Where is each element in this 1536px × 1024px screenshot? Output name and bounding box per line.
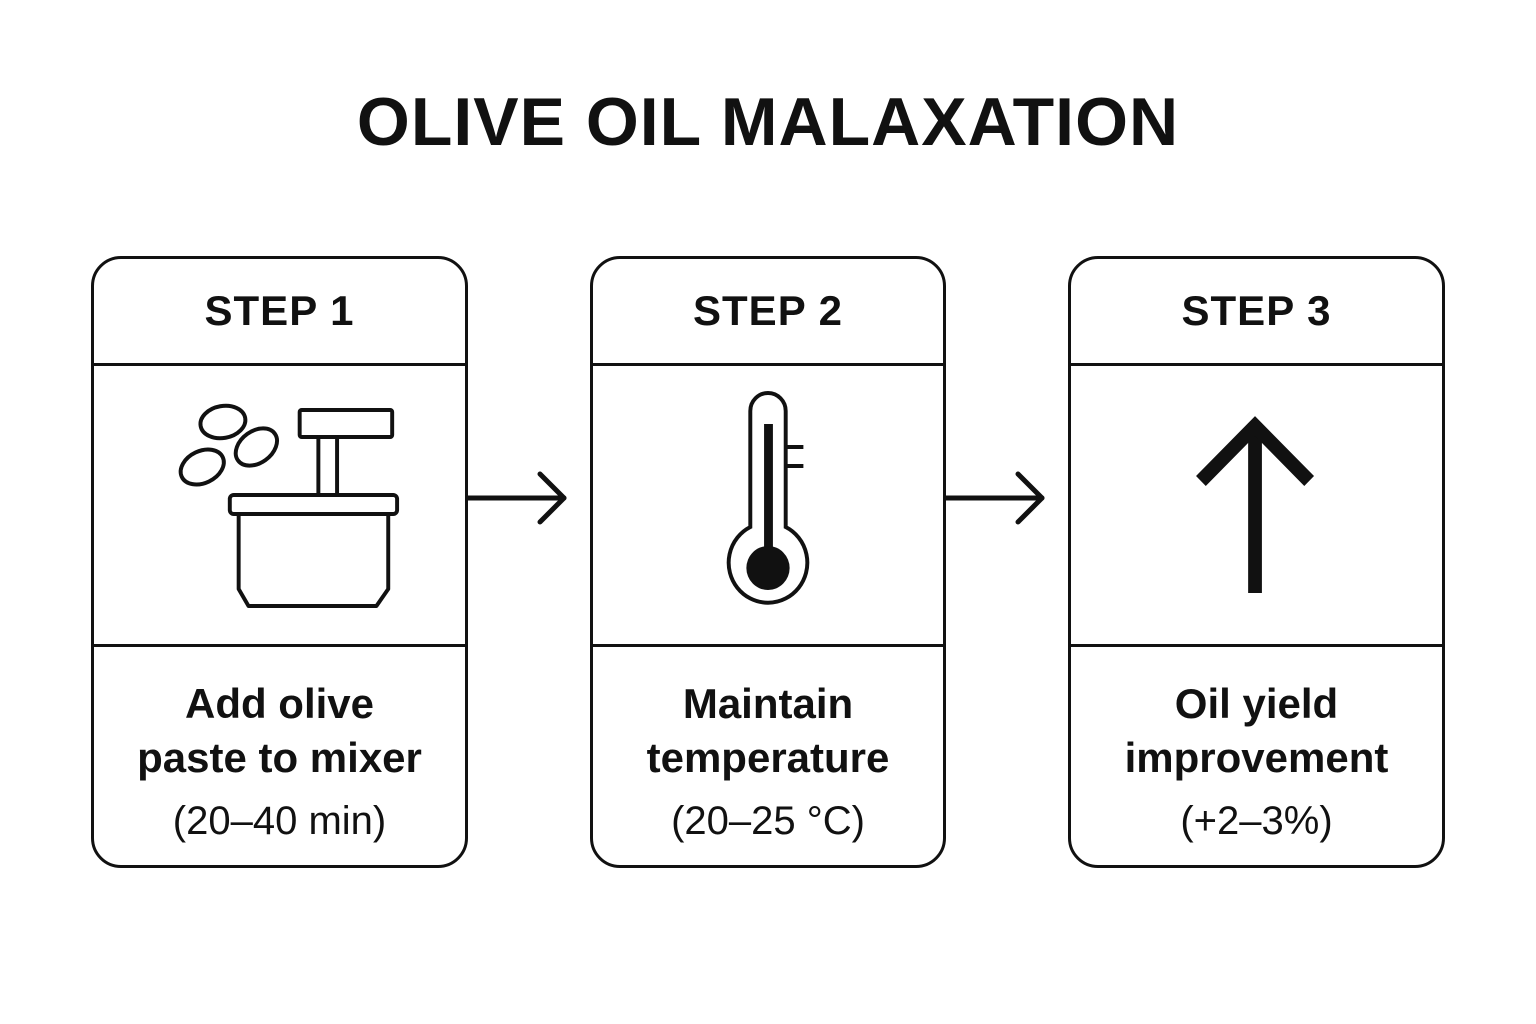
step-2-card: STEP 2 Maintain temperature (20–25 °C) [590,256,946,868]
olives-mixer-icon [178,403,400,608]
step-2-line-1: Maintain [682,680,854,727]
step-3-icon-area [1071,363,1442,647]
step-2-line-2: temperature [646,734,890,781]
step-2-detail: (20–25 °C) [671,799,865,843]
step-3-line-1: Oil yield [1174,680,1339,727]
step-1-line-2: paste to mixer [137,734,422,781]
thermometer-icon [726,391,810,605]
step-2-icon-area [593,363,943,647]
step-3-description: Oil yield improvement (+2–3%) [1071,647,1442,865]
step-3-header: STEP 3 [1071,259,1442,366]
step-1-line-1: Add olive [184,680,375,727]
step-1-icon-area [94,363,465,647]
arrow-right-icon [466,471,567,525]
step-3-line-2: improvement [1124,734,1389,781]
step-2-description: Maintain temperature (20–25 °C) [593,647,943,865]
step-1-card: STEP 1 Add olive paste to mixer (20–40 m… [91,256,468,868]
arrow-up-icon [1196,416,1315,593]
step-3-detail: (+2–3%) [1180,799,1333,843]
step-1-detail: (20–40 min) [172,799,387,843]
step-3-card: STEP 3 Oil yield improvement (+2–3%) [1068,256,1445,868]
step-1-description: Add olive paste to mixer (20–40 min) [94,647,465,865]
step-2-header: STEP 2 [593,259,943,366]
step-1-header: STEP 1 [94,259,465,366]
diagram-title: OLIVE OIL MALAXATION [356,84,1180,160]
arrow-right-icon [944,471,1045,525]
